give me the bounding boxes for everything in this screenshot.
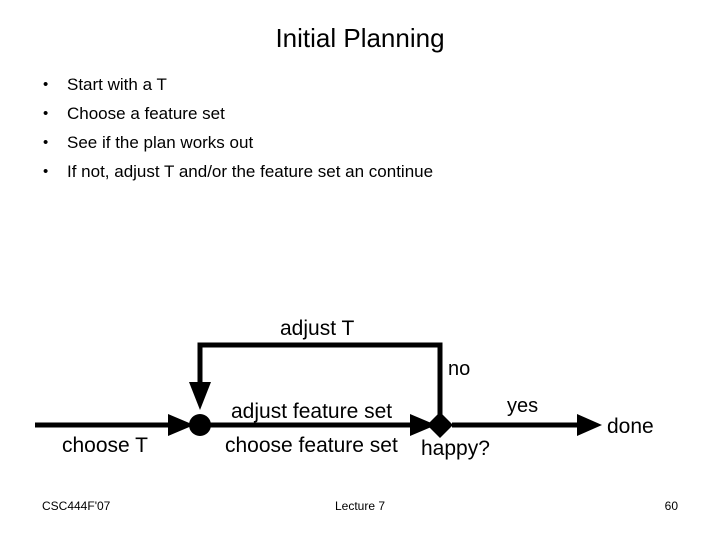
arrowhead-feedback-into-merge [189, 382, 211, 410]
bullet-icon: • [43, 134, 49, 151]
list-item: • See if the plan works out [36, 128, 676, 157]
edge-label-adjust-feature-set: adjust feature set [231, 400, 392, 423]
edge-decision-yes-done [452, 414, 602, 436]
edge-label-choose-t: choose T [62, 434, 148, 457]
edge-label-yes: yes [507, 395, 538, 417]
bullet-list: • Start with a T • Choose a feature set … [36, 70, 676, 186]
list-item-label: Choose a feature set [67, 104, 225, 123]
footer-course-code: CSC444F'07 [42, 499, 111, 513]
arrowhead-feature-set [410, 414, 436, 436]
list-item: • Start with a T [36, 70, 676, 99]
arrowhead-choose-t [168, 414, 194, 436]
node-label-done: done [607, 415, 654, 438]
bullet-icon: • [43, 105, 49, 122]
footer-page-number: 60 [664, 499, 678, 513]
edge-start-to-merge [35, 414, 194, 436]
flow-diagram: choose T adjust feature set choose featu… [0, 290, 720, 475]
footer-lecture-label: Lecture 7 [334, 499, 386, 513]
edge-line-feedback [197, 342, 443, 417]
list-item: • If not, adjust T and/or the feature se… [36, 157, 676, 186]
bullet-icon: • [43, 76, 49, 93]
edge-label-choose-feature-set: choose feature set [225, 434, 398, 457]
edge-merge-to-decision [206, 414, 436, 436]
slide-footer: CSC444F'07 Lecture 7 60 [0, 496, 720, 516]
list-item-label: If not, adjust T and/or the feature set … [67, 162, 434, 181]
list-item: • Choose a feature set [36, 99, 676, 128]
flow-diagram-svg: choose T adjust feature set choose featu… [35, 317, 654, 460]
edge-label-adjust-t: adjust T [280, 317, 354, 340]
bullet-icon: • [43, 163, 49, 180]
node-merge-point [189, 414, 211, 436]
arrowhead-yes [577, 414, 602, 436]
edge-label-no: no [448, 358, 470, 380]
page-title: Initial Planning [275, 23, 445, 53]
node-label-happy: happy? [421, 437, 490, 460]
list-item-label: See if the plan works out [67, 133, 254, 152]
edge-decision-no-feedback [189, 342, 443, 417]
node-decision-diamond [427, 412, 453, 438]
list-item-label: Start with a T [67, 75, 167, 94]
